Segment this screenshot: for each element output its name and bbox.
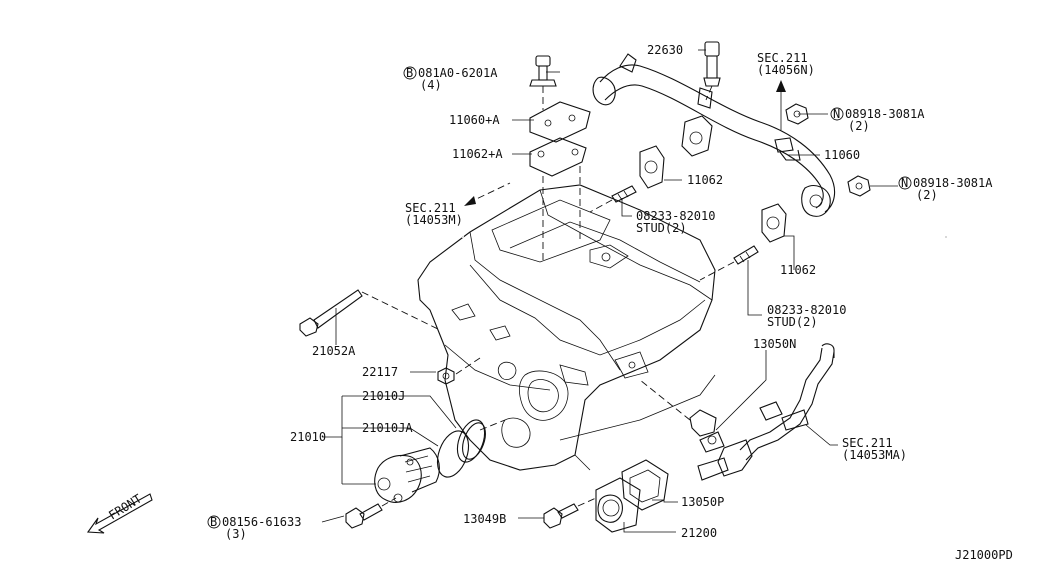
label-13050p: 13050P: [681, 495, 724, 509]
gasket-13050p: [621, 459, 669, 511]
label-21010: 21010: [290, 430, 326, 444]
label-sec211-14053m: SEC.211 (14053M): [405, 201, 463, 227]
svg-text:B: B: [406, 66, 413, 80]
svg-text:(2): (2): [848, 119, 870, 133]
svg-text:(3): (3): [225, 527, 247, 541]
engine-block: [417, 184, 947, 471]
svg-text:N: N: [901, 176, 908, 190]
svg-text:B: B: [210, 515, 217, 529]
label-bolt-081a0: B 081A0-6201A (4): [403, 66, 498, 92]
water-pump-21010: [374, 419, 506, 503]
svg-text:SEC.211: SEC.211: [757, 51, 808, 65]
bolt-13049b: [543, 497, 597, 529]
label-13050n: 13050N: [753, 337, 796, 351]
label-nut-08918-mid: N 08918-3081A (2): [898, 176, 993, 202]
bolt-081a0-part: [529, 55, 557, 110]
leader-lines: [321, 49, 898, 533]
label-21010j: 21010J: [362, 389, 405, 403]
temperature-sensor-22630: [703, 41, 721, 101]
diagram-id: J21000PD: [955, 548, 1013, 562]
svg-text:STUD(2): STUD(2): [767, 315, 818, 329]
label-11062-upper: 11062: [687, 173, 723, 187]
sec-arrow-14056n: [776, 80, 786, 130]
label-11060a: 11060+A: [449, 113, 500, 127]
outlet-flange-11060a: [529, 101, 591, 260]
water-pipe-11060: [592, 53, 836, 217]
sec-arrow-14053m: [464, 182, 511, 206]
thermostat-cover-21200: [595, 477, 641, 533]
label-22630: 22630: [647, 43, 683, 57]
label-nut-08918-top: N 08918-3081A (2): [830, 107, 925, 133]
svg-text:(14053MA): (14053MA): [842, 448, 907, 462]
svg-text:08918-3081A: 08918-3081A: [845, 107, 925, 121]
svg-text:08233-82010: 08233-82010: [636, 209, 715, 223]
nut-08918-mid: [847, 175, 871, 197]
label-sec211-14056n: SEC.211 (14056N): [757, 51, 815, 77]
label-11062-lower: 11062: [780, 263, 816, 277]
bolt-08156: [345, 497, 397, 529]
gasket-11062-lower: [761, 203, 787, 243]
svg-text:(2): (2): [916, 188, 938, 202]
label-22117: 22117: [362, 365, 398, 379]
svg-text:081A0-6201A: 081A0-6201A: [418, 66, 498, 80]
seal-22117: [437, 357, 481, 385]
label-stud-lower: 08233-82010 STUD(2): [767, 303, 846, 329]
label-21052a: 21052A: [312, 344, 356, 358]
label-11062a: 11062+A: [452, 147, 503, 161]
svg-text:SEC.211: SEC.211: [842, 436, 893, 450]
front-arrow: FRONT: [86, 492, 153, 534]
svg-text:N: N: [833, 107, 840, 121]
label-bolt-08156: B 08156-61633 (3): [207, 515, 301, 541]
svg-text:08156-61633: 08156-61633: [222, 515, 301, 529]
label-stud-upper: 08233-82010 STUD(2): [636, 209, 715, 235]
svg-text:(14053M): (14053M): [405, 213, 463, 227]
svg-text:(4): (4): [420, 78, 442, 92]
label-11060: 11060: [824, 148, 860, 162]
gasket-11062-upper: [639, 145, 665, 189]
label-sec211-14053ma: SEC.211 (14053MA): [842, 436, 907, 462]
stud-upper: [589, 185, 637, 213]
labels: B 081A0-6201A (4) 11060+A 11062+A SEC.21…: [207, 43, 1013, 562]
stud-lower: [699, 245, 759, 281]
svg-text:STUD(2): STUD(2): [636, 221, 687, 235]
svg-text:(14056N): (14056N): [757, 63, 815, 77]
svg-text:08918-3081A: 08918-3081A: [913, 176, 993, 190]
svg-text:SEC.211: SEC.211: [405, 201, 456, 215]
water-inlet-pipe: [639, 343, 835, 481]
bolt-21052a: [299, 289, 441, 337]
label-21200: 21200: [681, 526, 717, 540]
label-21010ja: 21010JA: [362, 421, 413, 435]
svg-text:08233-82010: 08233-82010: [767, 303, 846, 317]
label-13049b: 13049B: [463, 512, 506, 526]
